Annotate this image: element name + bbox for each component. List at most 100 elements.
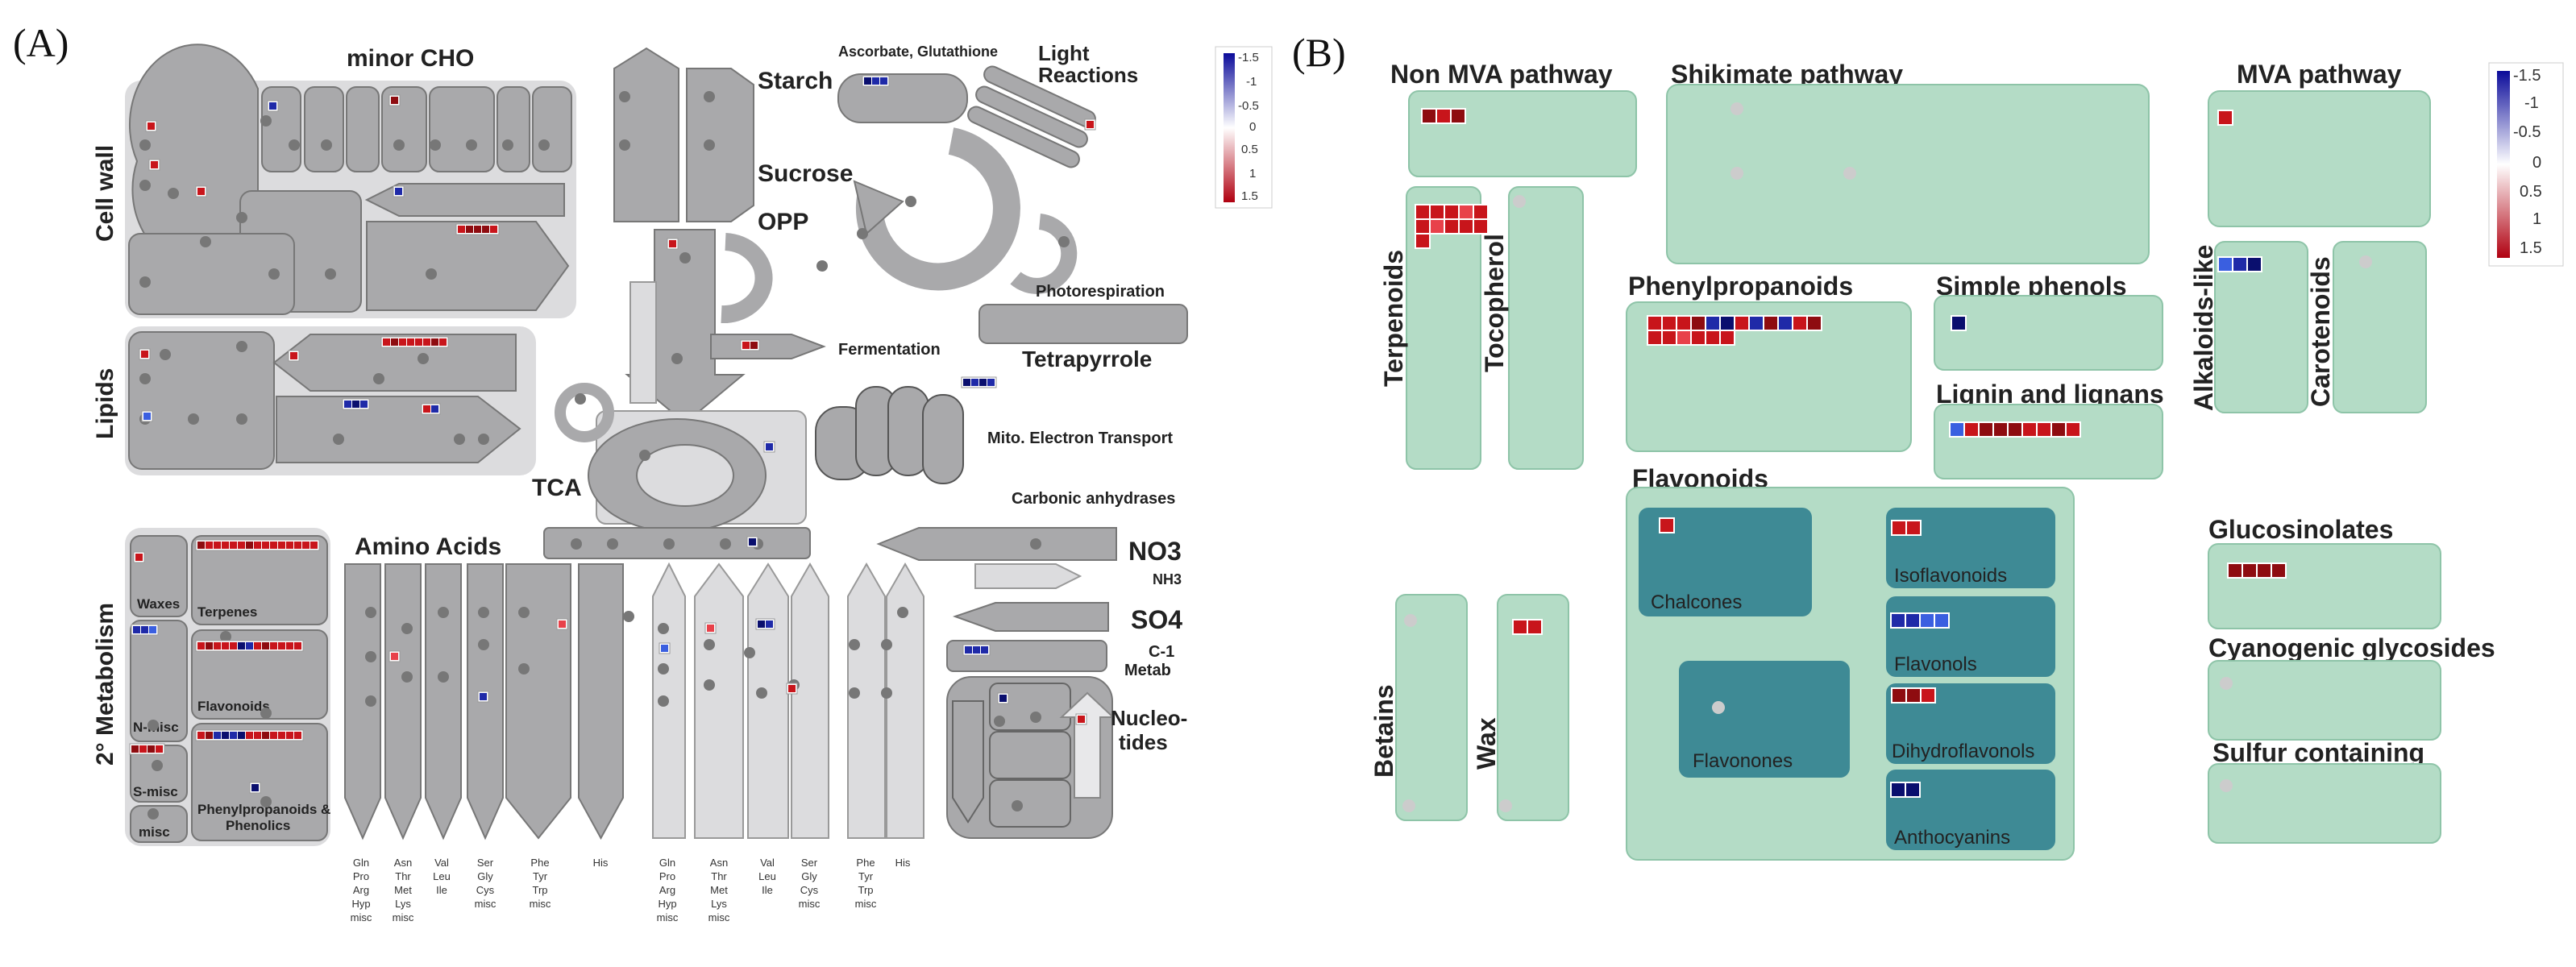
pathway-dot (1730, 102, 1743, 115)
expression-cell (2067, 423, 2079, 436)
nucleotides-arrow-right (1059, 691, 1116, 799)
expression-cell (270, 732, 277, 739)
expression-cell (1706, 331, 1719, 344)
expression-cell (1706, 317, 1719, 330)
expression-cell (2219, 111, 2232, 124)
pathway-dot (619, 139, 630, 151)
aa-label: Thr (395, 870, 411, 882)
expression-cell (395, 188, 402, 195)
expression-cell (286, 732, 293, 739)
expression-cell (407, 338, 414, 346)
expression-cell (214, 642, 221, 650)
aa-label: Cys (800, 884, 819, 896)
opp-label: OPP (758, 209, 808, 235)
expression-cell (246, 732, 253, 739)
panel-b-tag: (B) (1292, 30, 1346, 75)
dihydroflavonols-label: Dihydroflavonols (1892, 741, 2034, 762)
legend-a-tick-1: -1 (1246, 75, 1257, 89)
tocopherol-label: Tocopherol (1480, 234, 1509, 372)
expression-cell (344, 400, 351, 408)
expression-cell (1965, 423, 1978, 436)
expression-cell (1514, 620, 1527, 633)
tca-cycle-inner (636, 444, 734, 507)
expression-cell (352, 400, 359, 408)
secondary-metabolism-label: 2° Metabolism (92, 603, 118, 766)
expression-cell (1721, 317, 1734, 330)
pathway-dot (857, 228, 868, 239)
tca-small-ring (555, 383, 614, 442)
expression-cell (131, 745, 139, 753)
pathway-dot (518, 663, 530, 674)
expression-cell (278, 642, 285, 650)
expression-cell (2229, 564, 2242, 577)
expression-cell (1952, 317, 1965, 330)
pathway-dot (1030, 538, 1041, 550)
expression-cell (458, 226, 465, 233)
expression-cell (1994, 423, 2007, 436)
expression-cell (222, 642, 229, 650)
pathway-dot (658, 695, 669, 707)
aa-label: Lys (711, 898, 727, 910)
expression-cell (262, 732, 269, 739)
expression-cell (286, 542, 293, 549)
legend-b-tick-6: 1.5 (2520, 239, 2542, 257)
expression-cell (749, 538, 756, 546)
expression-cell (963, 379, 970, 386)
expression-cells-a (129, 75, 1096, 794)
expression-cell (1660, 519, 1673, 532)
pathway-dot (1513, 195, 1526, 208)
pathway-dot (365, 695, 376, 707)
fermentation-arrow (710, 334, 826, 359)
metab-label: Metab (1124, 662, 1171, 679)
pathway-dot (478, 607, 489, 618)
nh3-label: NH3 (1153, 571, 1182, 587)
cell-frame (2227, 562, 2287, 579)
aa-label: misc (351, 911, 372, 923)
pathway-dot (438, 607, 449, 618)
legend-a-tick-5: 1 (1249, 167, 1256, 181)
pathway-dot (321, 139, 332, 151)
aa-label: Leu (758, 870, 776, 882)
pathway-dot (1404, 614, 1417, 627)
non-mva-label: Non MVA pathway (1390, 60, 1613, 89)
legend-a-tick-6: 1.5 (1241, 189, 1258, 203)
pathway-dot (401, 671, 413, 683)
fermentation-label: Fermentation (838, 341, 941, 359)
calvin-arrowhead (853, 180, 904, 235)
aa-label: Ser (477, 857, 494, 869)
expression-cell (979, 379, 987, 386)
expression-cell (973, 646, 980, 654)
expression-cell (864, 77, 871, 85)
expression-cell (1735, 317, 1748, 330)
mito-etc-shape (815, 386, 964, 484)
sulfur-box (2208, 763, 2441, 844)
expression-cell (133, 626, 140, 633)
pathway-dot (188, 413, 199, 425)
expression-cell (1906, 614, 1919, 627)
terpenes-label: Terpenes (197, 604, 257, 620)
aa-arrow (505, 563, 571, 840)
expression-cell (872, 77, 879, 85)
expression-cell (254, 642, 261, 650)
misc-box (130, 805, 188, 843)
pathway-dot (418, 353, 429, 364)
aa-label: Asn (394, 857, 412, 869)
expression-cell (2233, 258, 2246, 271)
expression-cell (1907, 521, 1920, 534)
expression-cell (147, 745, 155, 753)
aa-label: Met (710, 884, 728, 896)
expression-cell (147, 122, 155, 130)
expression-cell (1431, 205, 1444, 218)
aa-label: Ser (801, 857, 818, 869)
expression-cell (661, 645, 668, 652)
aa-label: Met (394, 884, 412, 896)
isoflavonoids-box (1886, 508, 2055, 588)
expression-cell (431, 338, 438, 346)
pathway-dot (147, 808, 159, 820)
expression-cell (1750, 317, 1763, 330)
pathway-dot (704, 639, 715, 650)
expression-cell (383, 338, 390, 346)
minor-cho-box1 (261, 86, 301, 172)
